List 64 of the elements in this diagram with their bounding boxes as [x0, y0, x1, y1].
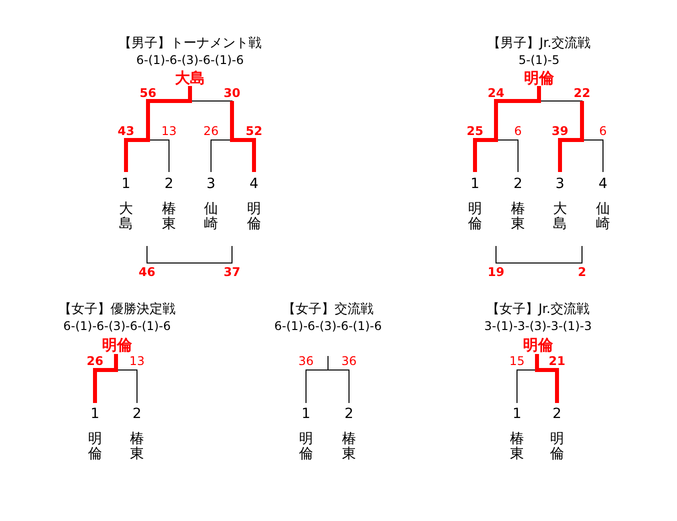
- seed-number: 1: [302, 406, 310, 423]
- team-name: 明倫: [468, 202, 482, 233]
- score: 46: [138, 265, 156, 280]
- seed-number: 2: [132, 406, 142, 423]
- score: 52: [246, 124, 262, 138]
- seed-number: 2: [552, 406, 562, 423]
- team-name: 仙崎: [204, 202, 218, 233]
- winner-name: 明倫: [524, 69, 554, 87]
- score: 13: [161, 124, 177, 138]
- score: 21: [548, 354, 566, 368]
- heading: 【女子】優勝決定戦: [58, 302, 176, 318]
- score: 13: [129, 354, 145, 368]
- team-name: 椿東: [130, 432, 144, 463]
- seed-number: 3: [206, 176, 216, 193]
- team-name: 明倫: [550, 432, 564, 463]
- seed-number: 2: [344, 406, 354, 423]
- team-name: 明倫: [299, 432, 313, 463]
- seed-number: 4: [250, 176, 258, 193]
- seed-number: 3: [556, 176, 564, 193]
- team-name: 椿東: [511, 202, 525, 233]
- team-name: 仙崎: [596, 202, 610, 233]
- team-name: 椿東: [342, 432, 356, 463]
- team-name: 大島: [119, 202, 133, 233]
- score: 15: [509, 354, 525, 368]
- score: 37: [224, 265, 240, 280]
- score: 43: [118, 124, 134, 138]
- team-name: 椿東: [510, 432, 524, 463]
- team-name: 明倫: [247, 202, 261, 233]
- seed-number: 1: [470, 176, 480, 193]
- score: 24: [488, 86, 504, 100]
- match-format: 6-(1)-6-(3)-6-(1)-6: [274, 319, 382, 334]
- seed-number: 1: [122, 176, 130, 193]
- score: 6: [514, 124, 522, 138]
- heading: 【男子】トーナメント戦: [118, 36, 262, 52]
- score: 39: [552, 124, 568, 138]
- score: 36: [341, 354, 357, 368]
- score: 22: [574, 86, 590, 100]
- team-name: 明倫: [88, 432, 102, 463]
- seed-number: 4: [598, 176, 608, 193]
- seed-number: 2: [164, 176, 174, 193]
- match-format: 3-(1)-3-(3)-3-(1)-3: [484, 319, 592, 334]
- score: 6: [599, 124, 607, 138]
- score: 19: [488, 265, 504, 280]
- winner-name: 明倫: [102, 336, 132, 354]
- match-format: 5-(1)-5: [518, 53, 560, 68]
- heading: 【女子】Jr.交流戦: [486, 302, 590, 318]
- team-name: 椿東: [162, 202, 176, 233]
- heading: 【男子】Jr.交流戦: [487, 36, 591, 52]
- seed-number: 2: [514, 176, 522, 193]
- team-name: 大島: [553, 202, 567, 233]
- winner-name: 明倫: [523, 336, 553, 354]
- score: 30: [224, 86, 240, 100]
- heading: 【女子】交流戦: [282, 302, 374, 318]
- match-format: 6-(1)-6-(3)-6-(1)-6: [63, 319, 171, 334]
- match-format: 6-(1)-6-(3)-6-(1)-6: [136, 53, 244, 68]
- score: 56: [140, 86, 156, 100]
- score: 26: [86, 354, 104, 368]
- seed-number: 1: [90, 406, 100, 423]
- score: 2: [578, 265, 586, 280]
- score: 36: [298, 354, 314, 368]
- score: 25: [466, 124, 484, 138]
- winner-name: 大島: [175, 69, 205, 87]
- seed-number: 1: [512, 406, 522, 423]
- score: 26: [203, 124, 219, 138]
